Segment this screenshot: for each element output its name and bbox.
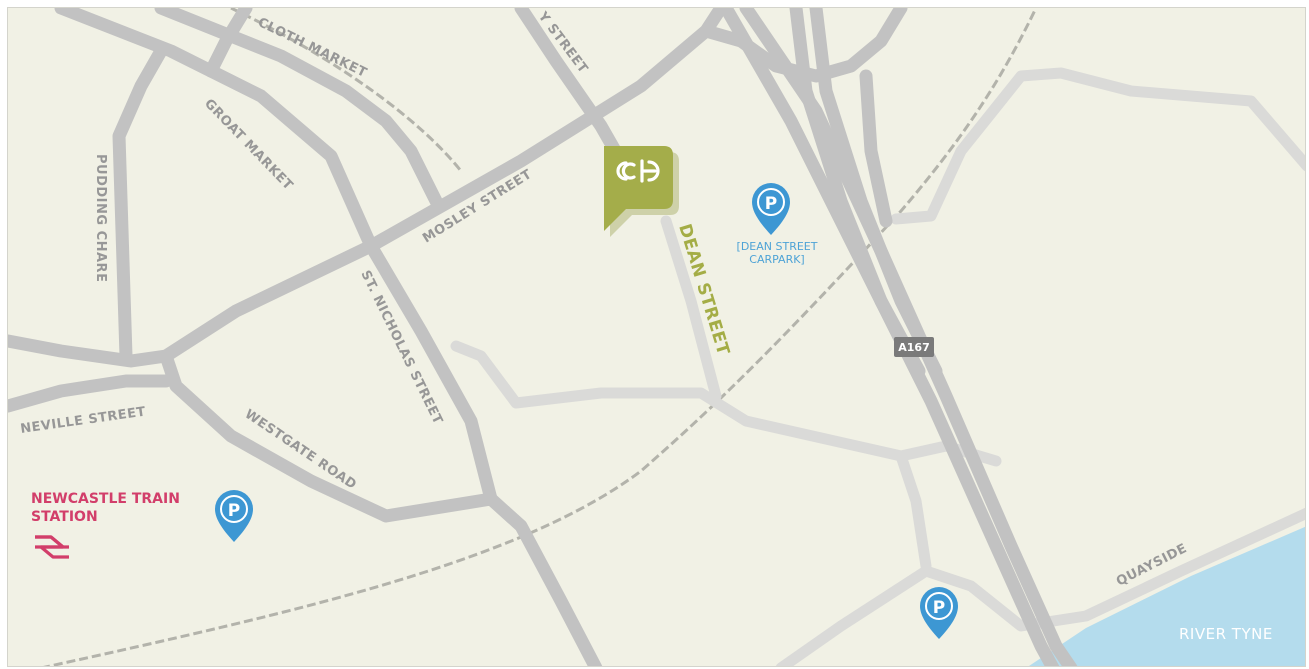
road-tag-text: A167 bbox=[898, 341, 929, 354]
parking-icon-dean-street[interactable]: P bbox=[752, 183, 790, 235]
parking-icon-quayside[interactable]: P bbox=[920, 587, 958, 639]
map-frame[interactable]: CLOTH MARKET GROAT MARKET PUDDING CHARE … bbox=[7, 7, 1306, 667]
carpark-label-line1: [DEAN STREET bbox=[737, 240, 818, 253]
station-label-line1: NEWCASTLE TRAIN bbox=[31, 491, 180, 507]
river-tyne bbox=[1029, 526, 1305, 666]
map-canvas[interactable]: CLOTH MARKET GROAT MARKET PUDDING CHARE … bbox=[8, 8, 1306, 667]
parking-glyph: P bbox=[765, 194, 777, 214]
acp-logo-icon bbox=[616, 159, 660, 183]
street-label-pudding-chare: PUDDING CHARE bbox=[93, 154, 108, 282]
location-marker-icon[interactable]: acp bbox=[8, 8, 679, 237]
carpark-label-line2: CARPARK] bbox=[749, 253, 804, 266]
road-tag-a167: A167 bbox=[894, 337, 934, 357]
parking-icon-station[interactable]: P bbox=[215, 490, 253, 542]
parking-glyph: P bbox=[933, 598, 945, 618]
river-label: RIVER TYNE bbox=[1179, 625, 1273, 643]
minor-roads bbox=[450, 67, 1305, 666]
major-roads bbox=[8, 8, 1078, 666]
national-rail-icon bbox=[35, 535, 69, 559]
street-label-neville-street: NEVILLE STREET bbox=[19, 404, 146, 436]
parking-glyph: P bbox=[228, 501, 240, 521]
railway-lines bbox=[43, 8, 1038, 666]
station-label-line2: STATION bbox=[31, 509, 98, 525]
